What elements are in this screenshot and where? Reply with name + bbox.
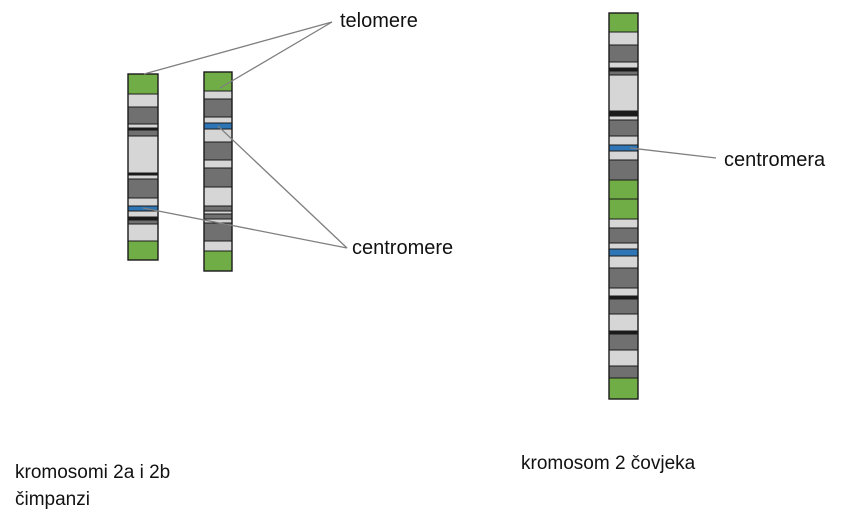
- telomere-band: [608, 179, 639, 200]
- centromere-leader-line-2a: [142, 207, 348, 249]
- telomere-band: [608, 377, 639, 400]
- telomere-band: [203, 71, 233, 92]
- centromere-band: [608, 248, 639, 257]
- chromosome-outline: [203, 71, 233, 272]
- light-band: [203, 116, 233, 124]
- chromosome-outline: [127, 73, 159, 261]
- chimp-chromosome-2b: [203, 71, 233, 272]
- telomere-band: [127, 73, 159, 95]
- light-band: [127, 210, 159, 218]
- dark-band: [127, 129, 159, 137]
- telomere-label: telomere: [340, 10, 418, 32]
- telomere-band: [608, 12, 639, 33]
- telomere-band: [127, 240, 159, 261]
- dark-band: [127, 178, 159, 199]
- light-band: [608, 115, 639, 121]
- dark-band: [608, 227, 639, 244]
- human-chromosome-2: [608, 12, 639, 400]
- dark-band: [203, 213, 233, 220]
- chimp-caption: kromosomi 2a i 2b čimpanzi: [15, 459, 170, 513]
- chimp-chromosome-2a: [127, 73, 159, 261]
- chimp-caption-line2: čimpanzi: [15, 489, 90, 510]
- dark-band: [608, 159, 639, 181]
- light-band: [127, 123, 159, 129]
- centromere-label-chimp: centromere: [352, 237, 454, 259]
- light-band: [127, 197, 159, 207]
- chromosome-outline: [608, 12, 639, 400]
- centromere-leader-line-2b: [217, 125, 348, 249]
- chimp-caption-line1: kromosomi 2a i 2b: [15, 462, 171, 483]
- thin-stripe: [609, 68, 638, 71]
- dark-band: [608, 70, 639, 76]
- dark-band: [203, 167, 233, 188]
- light-band: [608, 255, 639, 269]
- light-band: [203, 90, 233, 100]
- dark-band: [203, 222, 233, 242]
- dark-band: [127, 219, 159, 225]
- dark-band: [203, 98, 233, 118]
- dark-band: [608, 119, 639, 137]
- telomere-band: [203, 250, 233, 272]
- thin-stripe: [609, 331, 638, 334]
- dark-band: [608, 267, 639, 289]
- light-band: [203, 240, 233, 252]
- thin-stripe: [609, 111, 638, 116]
- light-band: [608, 349, 639, 367]
- light-band: [203, 186, 233, 207]
- telomere-leader-line-2b: [219, 21, 333, 89]
- dark-band: [127, 106, 159, 125]
- thin-stripe: [609, 296, 638, 299]
- light-band: [608, 61, 639, 69]
- light-band: [608, 242, 639, 250]
- centromere-label-human: centromera: [724, 149, 826, 171]
- light-band: [127, 93, 159, 108]
- human-caption: kromosom 2 čovjeka: [521, 453, 696, 474]
- dark-band: [608, 365, 639, 379]
- dark-band: [203, 205, 233, 212]
- light-band: [127, 223, 159, 242]
- dark-band: [608, 44, 639, 63]
- light-band: [608, 150, 639, 161]
- light-band: [608, 74, 639, 112]
- telomere-band: [608, 198, 639, 220]
- dark-band: [608, 298, 639, 315]
- thin-stripe: [128, 173, 158, 175]
- light-band: [608, 313, 639, 332]
- thin-stripe: [128, 217, 158, 220]
- dark-band: [608, 333, 639, 351]
- light-band: [608, 135, 639, 146]
- dark-band: [203, 141, 233, 161]
- light-band: [203, 159, 233, 169]
- light-band: [608, 218, 639, 229]
- light-band: [127, 135, 159, 174]
- light-band: [608, 287, 639, 297]
- light-band: [127, 174, 159, 180]
- telomere-leader-line-2a: [143, 21, 333, 75]
- centromere-leader-line-human: [629, 147, 717, 159]
- thin-stripe: [128, 128, 158, 130]
- light-band: [608, 31, 639, 46]
